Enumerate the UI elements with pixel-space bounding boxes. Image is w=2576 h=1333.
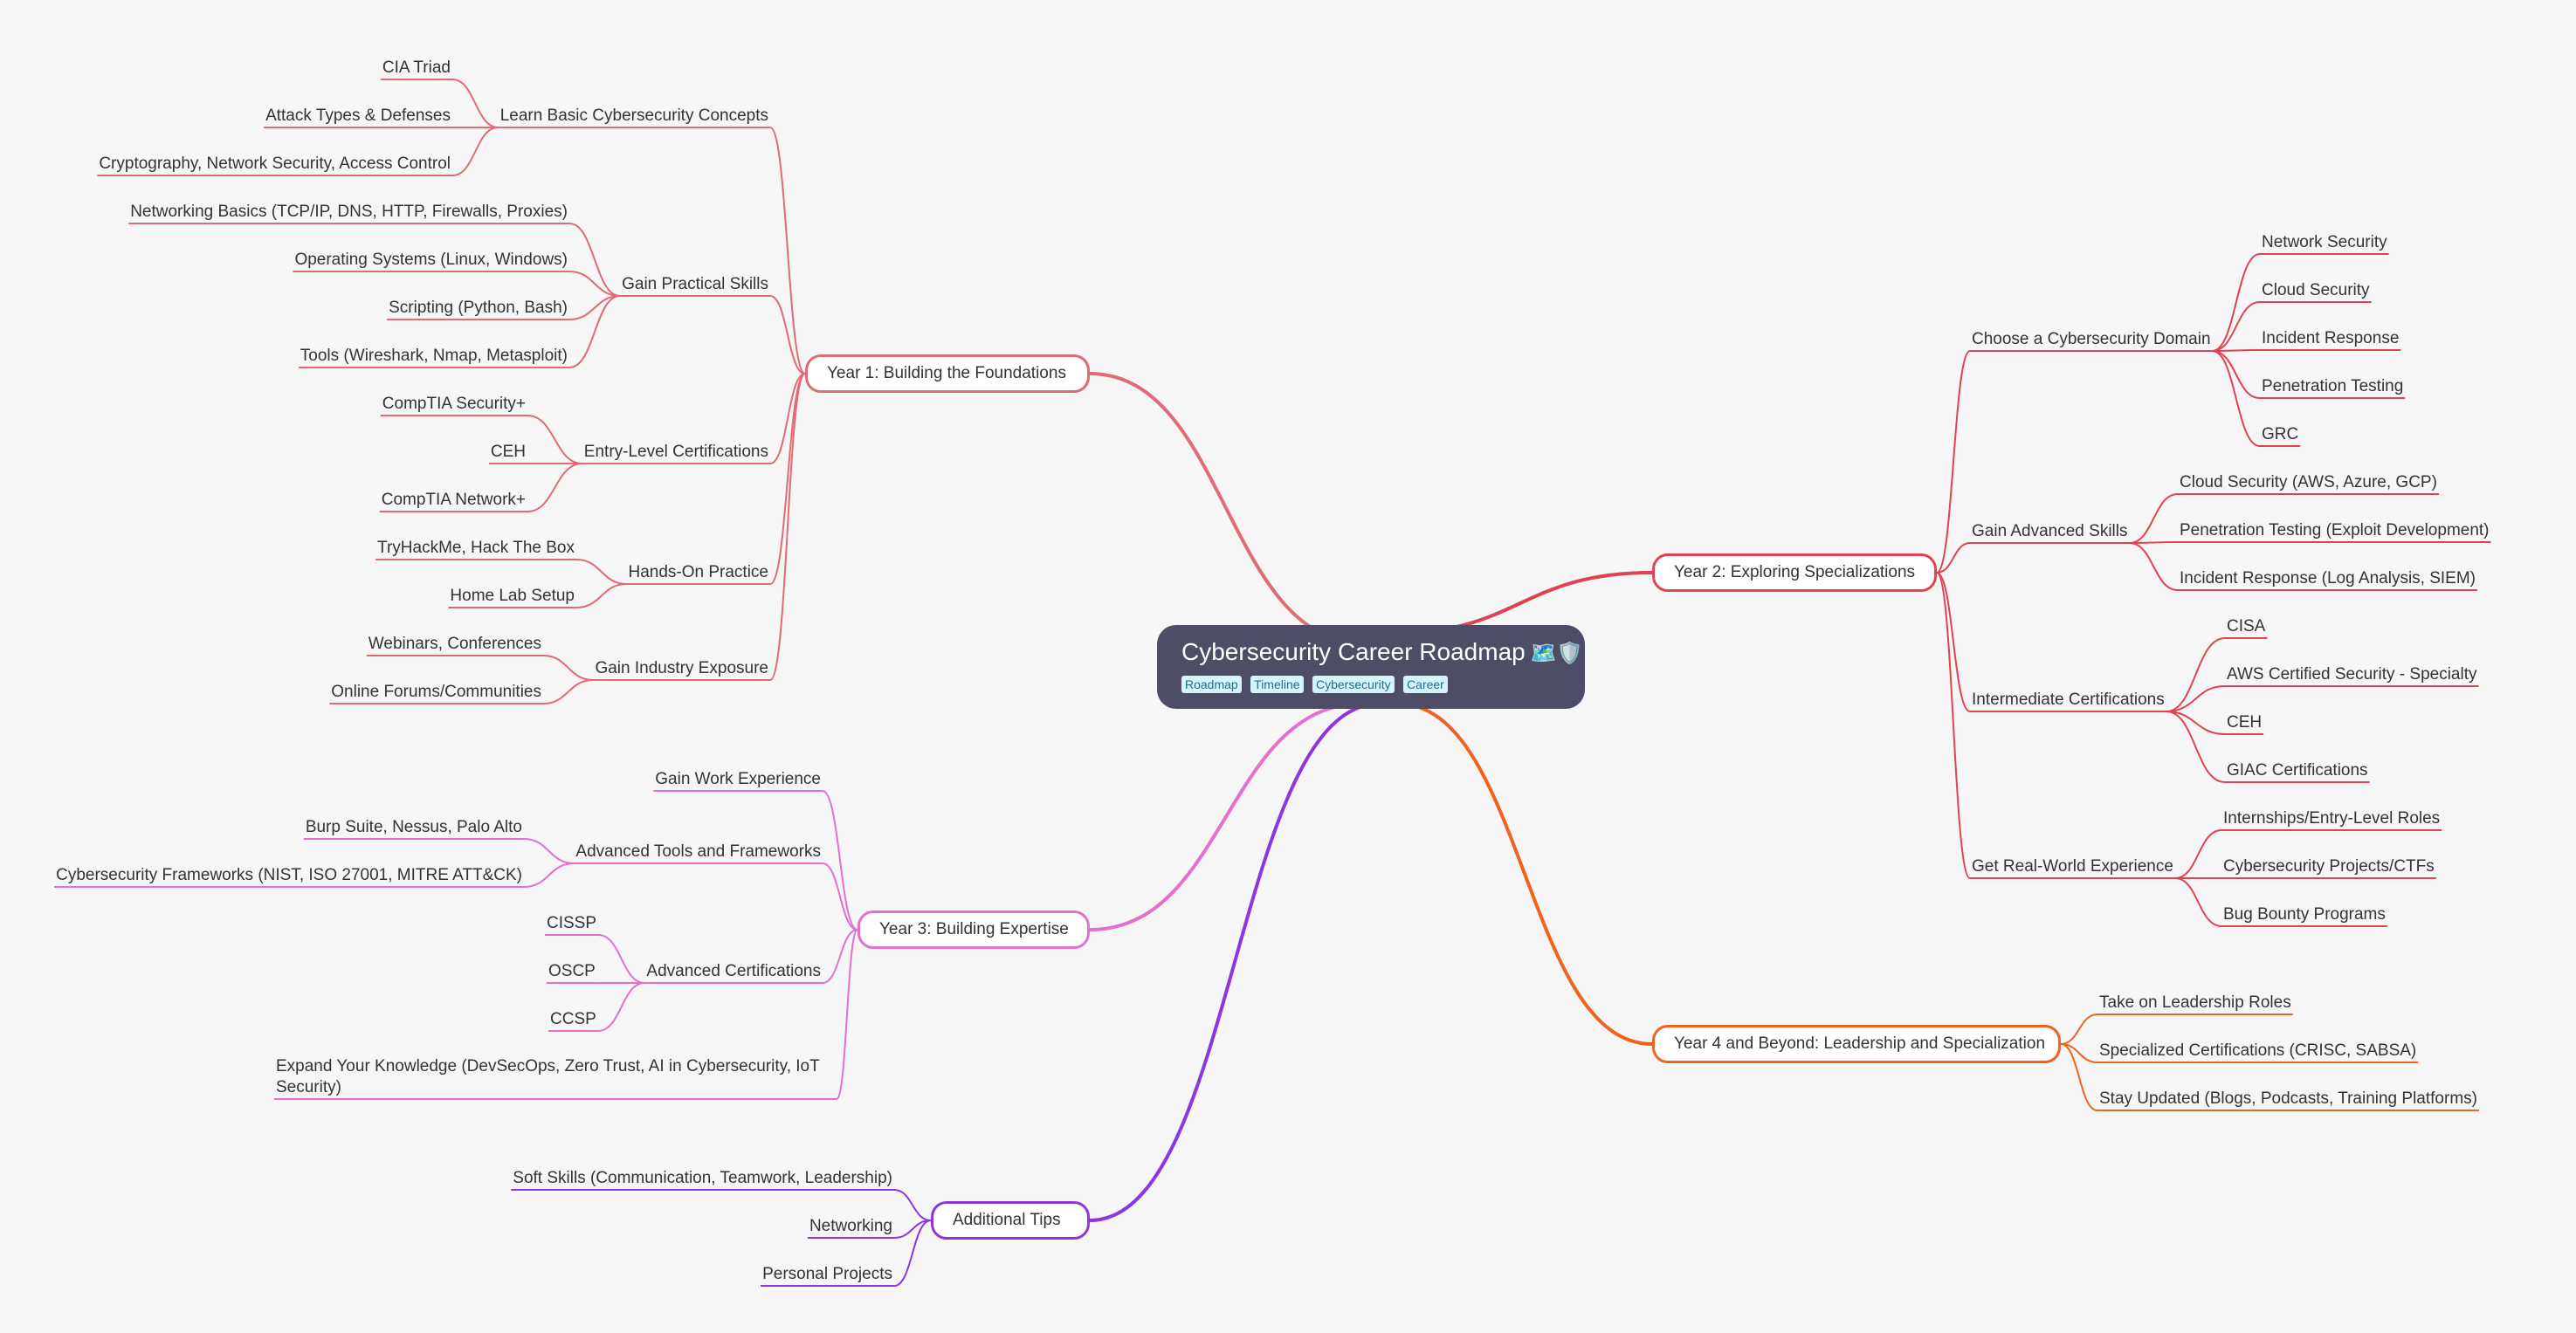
year1-hands-on[interactable]: Hands-On Practice (628, 563, 768, 581)
year1-entry-certs[interactable]: Entry-Level Certifications (583, 443, 768, 461)
year3-expand-knowledge[interactable]: Expand Your Knowledge (DevSecOps, Zero T… (276, 1057, 820, 1096)
leaf-ceh-y2[interactable]: CEH (2227, 713, 2263, 732)
leaf-grc[interactable]: GRC (2262, 425, 2299, 443)
year3-advanced-tools[interactable]: Advanced Tools and Frameworks (575, 842, 821, 861)
leaf-projects-ctfs[interactable]: Cybersecurity Projects/CTFs (2223, 857, 2435, 876)
leaf-operating-systems[interactable]: Operating Systems (Linux, Windows) (294, 251, 568, 269)
leaf-cisa[interactable]: CISA (2227, 617, 2266, 636)
leaf-bug-bounty[interactable]: Bug Bounty Programs (2223, 905, 2386, 924)
leaf-tools[interactable]: Tools (Wireshark, Nmap, Metasploit) (300, 347, 568, 365)
branch-additional-tips[interactable]: Additional Tips (931, 1201, 1090, 1240)
leaf-soft-skills[interactable]: Soft Skills (Communication, Teamwork, Le… (513, 1169, 892, 1187)
leaf-cia-triad[interactable]: CIA Triad (382, 58, 451, 77)
branch-year3[interactable]: Year 3: Building Expertise (858, 910, 1090, 949)
leaf-tryhackme[interactable]: TryHackMe, Hack The Box (377, 539, 575, 557)
tag-timeline[interactable]: Timeline (1250, 676, 1304, 693)
tag-cybersecurity[interactable]: Cybersecurity (1312, 676, 1395, 693)
year3-advanced-certs[interactable]: Advanced Certifications (646, 962, 821, 980)
leaf-webinars[interactable]: Webinars, Conferences (368, 635, 541, 653)
leaf-networking-basics[interactable]: Networking Basics (TCP/IP, DNS, HTTP, Fi… (130, 203, 568, 221)
leaf-stay-updated[interactable]: Stay Updated (Blogs, Podcasts, Training … (2099, 1089, 2477, 1108)
root-title: Cybersecurity Career Roadmap🗺️🛡️ (1181, 636, 1582, 670)
year2-advanced-skills[interactable]: Gain Advanced Skills (1972, 522, 2128, 540)
tag-roadmap[interactable]: Roadmap (1181, 676, 1242, 693)
leaf-oscp[interactable]: OSCP (548, 962, 596, 980)
leaf-burp-suite[interactable]: Burp Suite, Nessus, Palo Alto (305, 818, 522, 836)
root-title-text: Cybersecurity Career Roadmap (1181, 638, 1526, 665)
leaf-frameworks[interactable]: Cybersecurity Frameworks (NIST, ISO 2700… (56, 866, 522, 884)
leaf-comptia-security[interactable]: CompTIA Security+ (382, 395, 526, 413)
leaf-comptia-network[interactable]: CompTIA Network+ (381, 491, 526, 509)
year2-intermediate-certs[interactable]: Intermediate Certifications (1972, 691, 2165, 709)
leaf-pentest-exploit[interactable]: Penetration Testing (Exploit Development… (2180, 521, 2490, 539)
leaf-cloud-security-aws[interactable]: Cloud Security (AWS, Azure, GCP) (2180, 473, 2437, 491)
leaf-online-forums[interactable]: Online Forums/Communities (331, 683, 541, 701)
root-node[interactable]: Cybersecurity Career Roadmap🗺️🛡️ Roadmap… (1157, 625, 1585, 709)
leaf-leadership-roles[interactable]: Take on Leadership Roles (2099, 993, 2291, 1012)
branch-year4[interactable]: Year 4 and Beyond: Leadership and Specia… (1652, 1025, 2061, 1063)
branch-year2[interactable]: Year 2: Exploring Specializations (1652, 553, 1937, 592)
year3-work-experience[interactable]: Gain Work Experience (655, 770, 821, 788)
leaf-aws-security-specialty[interactable]: AWS Certified Security - Specialty (2227, 665, 2477, 684)
leaf-attack-types[interactable]: Attack Types & Defenses (265, 107, 451, 125)
year1-industry-exposure[interactable]: Gain Industry Exposure (595, 659, 768, 677)
branch-year1[interactable]: Year 1: Building the Foundations (805, 354, 1090, 393)
year2-real-world[interactable]: Get Real-World Experience (1972, 857, 2173, 876)
year1-concepts[interactable]: Learn Basic Cybersecurity Concepts (499, 107, 768, 125)
leaf-incident-response[interactable]: Incident Response (2262, 329, 2400, 347)
map-shield-icon: 🗺️🛡️ (1530, 642, 1583, 665)
leaf-penetration-testing[interactable]: Penetration Testing (2262, 377, 2404, 395)
leaf-cloud-security[interactable]: Cloud Security (2262, 281, 2370, 299)
leaf-cryptography[interactable]: Cryptography, Network Security, Access C… (99, 155, 451, 173)
year2-choose-domain[interactable]: Choose a Cybersecurity Domain (1972, 330, 2211, 348)
leaf-giac[interactable]: GIAC Certifications (2227, 761, 2368, 780)
root-tags: Roadmap Timeline Cybersecurity Career (1181, 676, 1560, 693)
leaf-specialized-certs[interactable]: Specialized Certifications (CRISC, SABSA… (2099, 1041, 2417, 1060)
leaf-personal-projects[interactable]: Personal Projects (762, 1265, 892, 1283)
leaf-home-lab[interactable]: Home Lab Setup (450, 587, 575, 605)
leaf-cissp[interactable]: CISSP (547, 914, 597, 932)
leaf-ceh-y1[interactable]: CEH (490, 443, 526, 461)
leaf-networking[interactable]: Networking (809, 1217, 892, 1235)
leaf-internships[interactable]: Internships/Entry-Level Roles (2223, 809, 2441, 828)
leaf-incident-response-siem[interactable]: Incident Response (Log Analysis, SIEM) (2180, 569, 2476, 587)
leaf-ccsp[interactable]: CCSP (550, 1010, 596, 1028)
tag-career[interactable]: Career (1403, 676, 1448, 693)
leaf-scripting[interactable]: Scripting (Python, Bash) (389, 299, 568, 317)
leaf-network-security[interactable]: Network Security (2262, 233, 2387, 251)
year1-practical-skills[interactable]: Gain Practical Skills (622, 275, 768, 293)
